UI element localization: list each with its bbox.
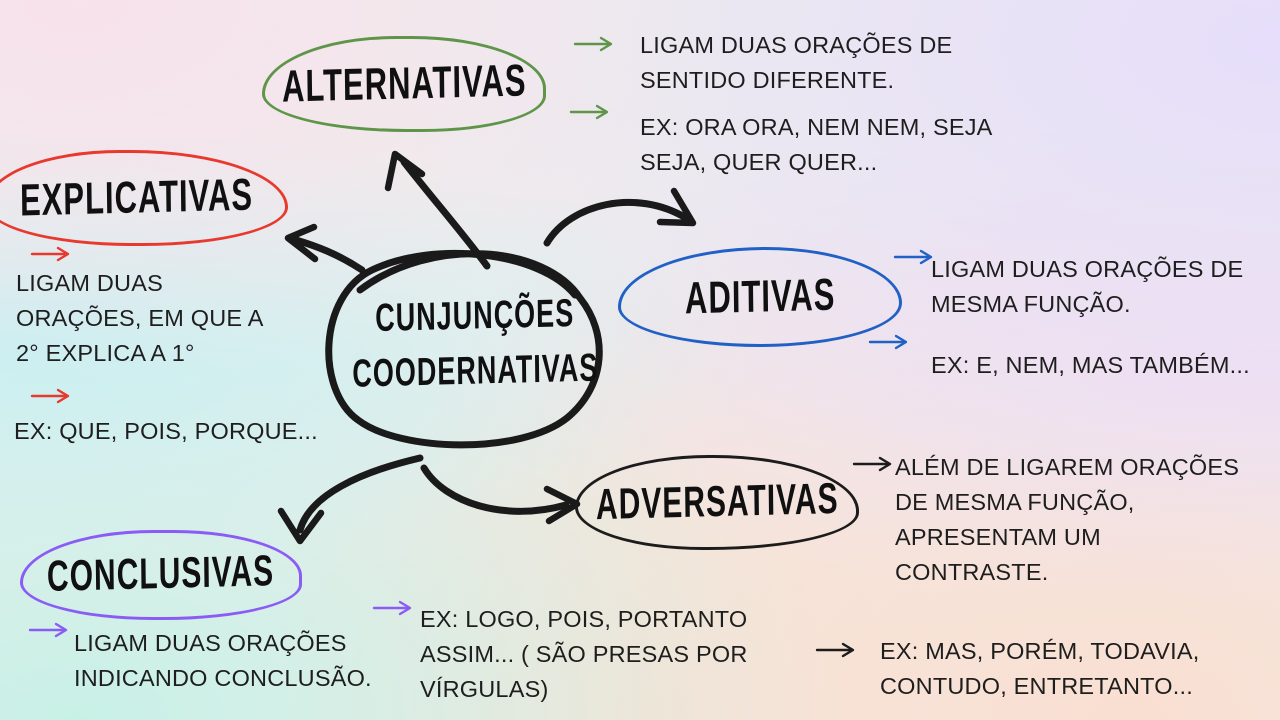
node-aditivas-label: ADITIVAS <box>684 269 836 324</box>
branch-arrowhead-adversativas <box>543 485 581 525</box>
branch-arrowhead-explicativas <box>284 223 319 263</box>
arrow-icon <box>569 104 609 120</box>
node-alternativas-label: ALTERNATIVAS <box>281 54 527 112</box>
branch-arrow-conclusivas <box>296 454 424 534</box>
node-aditivas: ADITIVAS <box>618 247 902 347</box>
arrow-icon <box>28 622 68 638</box>
node-explicativas: EXPLICATIVAS <box>0 150 288 246</box>
node-adversativas-label: ADVERSATIVAS <box>595 474 839 529</box>
conclusivas-definition: LIGAM DUAS ORAÇÕES INDICANDO CONCLUSÃO. <box>74 630 372 691</box>
branch-arrowhead-alternativas <box>384 150 426 192</box>
explicativas-example: EX: QUE, POIS, PORQUE... <box>14 418 318 444</box>
arrow-icon <box>372 600 412 616</box>
center-node-label: CUNJUNÇÕES COODERNATIVAS <box>352 291 599 396</box>
node-explicativas-label: EXPLICATIVAS <box>20 168 254 226</box>
arrow-icon <box>30 246 70 262</box>
branch-arrow-alternativas <box>400 158 491 270</box>
node-alternativas: ALTERNATIVAS <box>262 36 546 132</box>
node-adversativas: ADVERSATIVAS <box>575 455 859 550</box>
branch-arrowhead-conclusivas <box>277 507 325 545</box>
arrow-icon <box>868 334 908 350</box>
branch-arrowhead-aditivas <box>656 187 697 227</box>
node-conclusivas-label: CONCLUSIVAS <box>47 547 275 602</box>
branch-arrow-adversativas <box>420 464 570 515</box>
arrow-icon <box>30 388 70 404</box>
aditivas-example: EX: E, NEM, MAS TAMBÉM... <box>931 352 1250 378</box>
alternativas-example: EX: ORA ORA, NEM NEM, SEJA SEJA, QUER QU… <box>640 114 993 175</box>
center-node: CUNJUNÇÕES COODERNATIVAS <box>352 291 599 395</box>
aditivas-definition: LIGAM DUAS ORAÇÕES DE MESMA FUNÇÃO. <box>931 256 1244 317</box>
explicativas-definition: LIGAM DUAS ORAÇÕES, EM QUE A 2° EXPLICA … <box>16 270 264 366</box>
arrow-icon <box>573 36 613 52</box>
adversativas-definition: ALÉM DE LIGAREM ORAÇÕES DE MESMA FUNÇÃO,… <box>895 454 1240 585</box>
arrow-icon <box>893 249 933 265</box>
branch-arrow-aditivas <box>543 198 690 247</box>
alternativas-definition: LIGAM DUAS ORAÇÕES DE SENTIDO DIFERENTE. <box>640 32 953 93</box>
node-conclusivas: CONCLUSIVAS <box>20 530 302 620</box>
adversativas-example: EX: MAS, PORÉM, TODAVIA, CONTUDO, ENTRET… <box>880 638 1200 699</box>
arrow-icon <box>852 456 892 472</box>
conclusivas-example: EX: LOGO, POIS, PORTANTO ASSIM... ( SÃO … <box>420 606 748 702</box>
arrow-icon <box>815 642 855 658</box>
